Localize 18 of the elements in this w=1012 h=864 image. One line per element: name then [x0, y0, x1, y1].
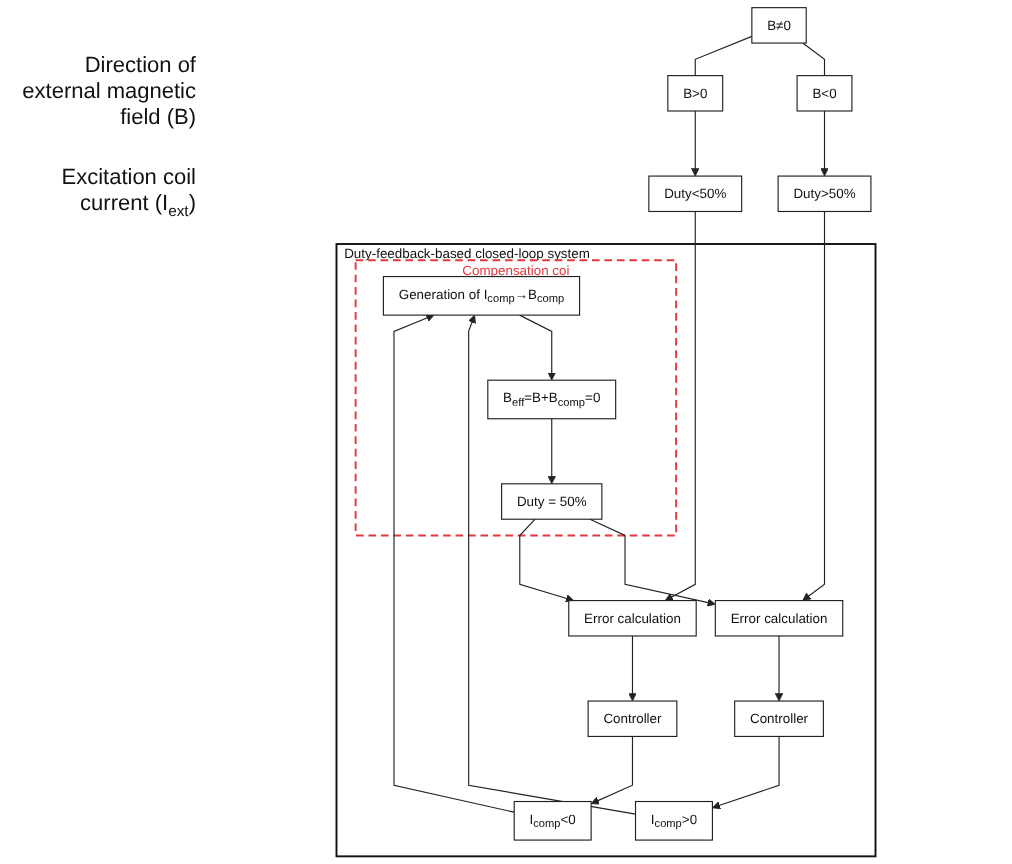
- row-label: Direction of external magnetic field (B): [20, 53, 196, 133]
- arrow: [820, 110, 829, 177]
- arrow: [628, 635, 637, 702]
- arrow: [547, 418, 556, 485]
- arrow: [589, 518, 716, 607]
- arrow: [802, 210, 826, 601]
- arrow: [712, 735, 780, 810]
- arrow: [774, 635, 784, 702]
- row-label: Excitation coil current (I$_{ext}$): [59, 166, 196, 222]
- arrow: [519, 518, 575, 603]
- arrow: [393, 314, 515, 813]
- arrow: [590, 735, 634, 805]
- arrow: [467, 314, 637, 815]
- arrow: [519, 314, 556, 381]
- arrow: [691, 110, 700, 177]
- connector: [694, 35, 753, 77]
- arrow: [664, 210, 696, 601]
- connector: [802, 42, 826, 77]
